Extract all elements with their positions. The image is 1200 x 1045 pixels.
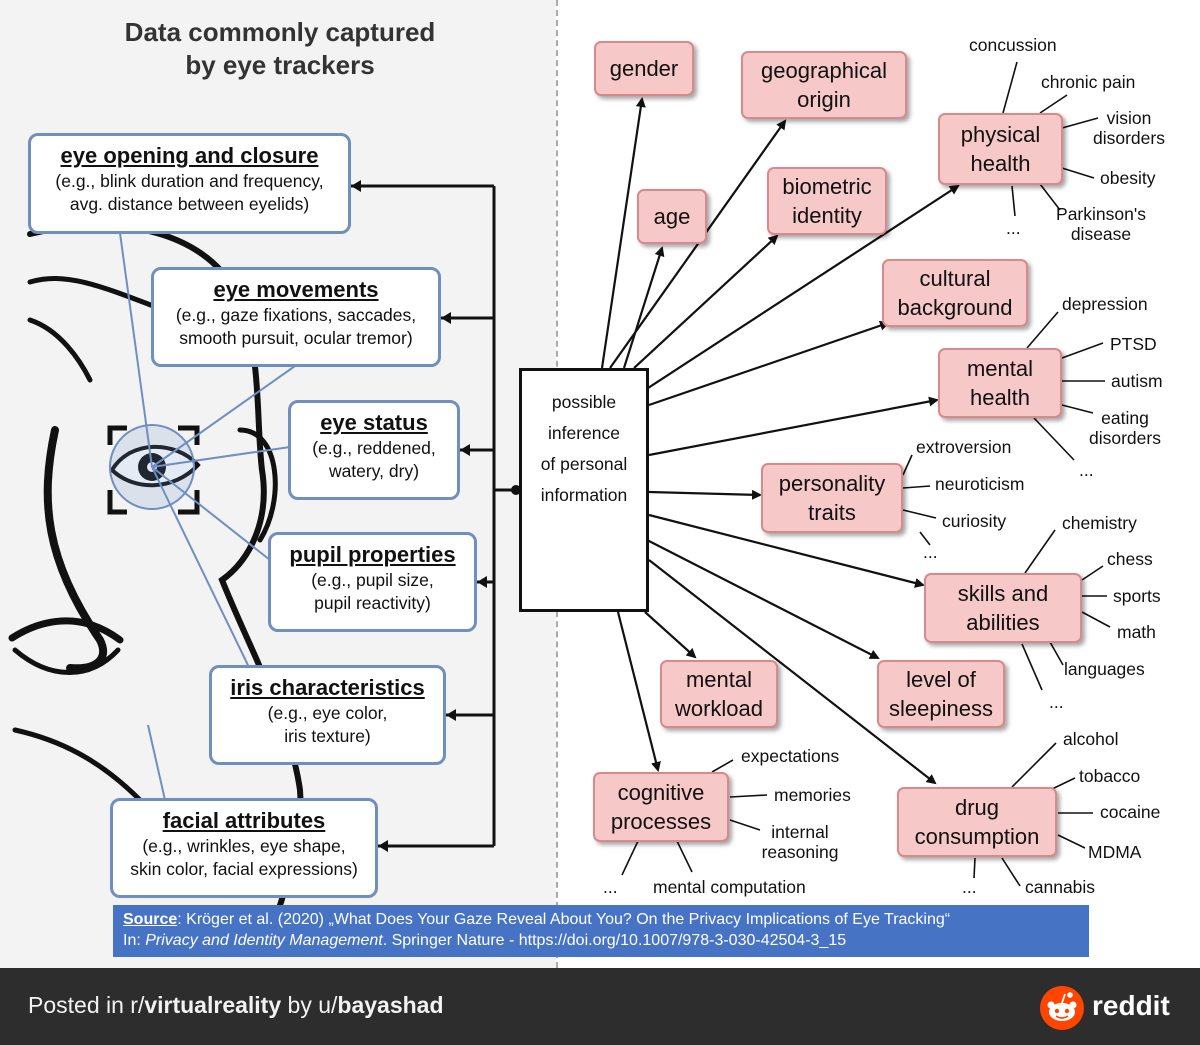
data-box-detail: (e.g., gaze fixations, saccades, smooth … xyxy=(175,305,417,348)
label-concussion: concussion xyxy=(969,35,1057,55)
posted-by: by u/ xyxy=(281,992,338,1018)
data-box-detail: (e.g., eye color, iris texture) xyxy=(267,703,388,746)
label-ellipsis: ... xyxy=(962,877,977,897)
data-box-detail: (e.g., reddened, watery, dry) xyxy=(312,438,436,481)
source-citation: Source: Kröger et al. (2020) „What Does … xyxy=(113,905,1089,957)
inference-level-of-sleepiness: level of sleepiness xyxy=(877,660,1005,728)
posted-in-prefix: Posted in r/ xyxy=(28,992,145,1018)
label-ptsd: PTSD xyxy=(1110,334,1157,354)
reddit-footer: Posted in r/virtualreality by u/bayashad xyxy=(0,968,1200,1045)
data-box-heading: eye opening and closure xyxy=(60,143,319,168)
label-languages: languages xyxy=(1064,659,1145,679)
ear xyxy=(237,427,278,543)
label-internal-reasoning: internal reasoning xyxy=(761,822,839,862)
data-box-iris-characteristics: iris characteristics (e.g., eye color, i… xyxy=(209,665,446,765)
pointer-lines xyxy=(119,232,296,801)
label-sports: sports xyxy=(1113,586,1161,606)
label-eating-disorders: eating disorders xyxy=(1089,408,1161,448)
label-depression: depression xyxy=(1062,294,1148,314)
inference-gender: gender xyxy=(594,41,694,96)
user-link[interactable]: bayashad xyxy=(337,992,444,1018)
label-ellipsis: ... xyxy=(1079,460,1094,480)
label-ellipsis: ... xyxy=(923,542,938,562)
label-ellipsis: ... xyxy=(1049,692,1064,712)
subreddit-link[interactable]: virtualreality xyxy=(144,992,282,1018)
diagram-title: Data commonly captured by eye trackers xyxy=(124,17,436,80)
label-curiosity: curiosity xyxy=(942,511,1007,531)
inference-arrows xyxy=(600,97,960,785)
data-box-eye-opening: eye opening and closure (e.g., blink dur… xyxy=(28,133,351,234)
nose-line xyxy=(43,426,108,673)
inference-biometric-identity: biometric identity xyxy=(767,167,887,235)
inference-drug-consumption: drug consumption xyxy=(897,787,1057,857)
inference-physical-health: physical health xyxy=(938,113,1063,185)
label-cannabis: cannabis xyxy=(1025,877,1096,897)
inference-mental-health: mental health xyxy=(938,348,1062,418)
label-chronic-pain: chronic pain xyxy=(1041,72,1136,92)
bus-arrowheads xyxy=(351,180,521,852)
label-math: math xyxy=(1117,622,1156,642)
center-box-text: possible inference of personal informati… xyxy=(540,392,628,505)
inference-cultural-background: cultural background xyxy=(882,259,1028,327)
source-label: Source xyxy=(123,911,178,928)
data-box-heading: pupil properties xyxy=(289,542,456,567)
label-ellipsis: ... xyxy=(603,877,618,897)
source-book-title: Privacy and Identity Management xyxy=(145,932,383,949)
lips-top xyxy=(8,617,124,644)
data-box-eye-movements: eye movements (e.g., gaze fixations, sac… xyxy=(151,267,441,367)
inference-geographical-origin: geographical origin xyxy=(741,51,907,119)
data-box-detail: (e.g., pupil size, pupil reactivity) xyxy=(311,570,434,613)
data-box-detail: (e.g., wrinkles, eye shape, skin color, … xyxy=(130,836,358,879)
inference-mental-workload: mental workload xyxy=(660,660,778,728)
label-chess: chess xyxy=(1107,549,1153,569)
source-line1: : Kröger et al. (2020) „What Does Your G… xyxy=(177,911,951,928)
label-mdma: MDMA xyxy=(1088,842,1142,862)
posted-in-text: Posted in r/virtualreality by u/bayashad xyxy=(28,992,444,1019)
connector-layer xyxy=(8,61,1111,943)
label-obesity: obesity xyxy=(1100,168,1156,188)
label-tobacco: tobacco xyxy=(1079,766,1141,786)
source-doi[interactable]: . Springer Nature - https://doi.org/10.1… xyxy=(382,932,847,949)
data-box-facial-attributes: facial attributes (e.g., wrinkles, eye s… xyxy=(110,798,378,898)
reddit-logo-icon[interactable] xyxy=(1040,986,1084,1030)
label-extroversion: extroversion xyxy=(916,437,1012,457)
label-memories: memories xyxy=(774,785,851,805)
data-box-detail: (e.g., blink duration and frequency, avg… xyxy=(55,171,324,214)
label-ellipsis: ... xyxy=(1006,218,1021,238)
label-alcohol: alcohol xyxy=(1063,729,1119,749)
label-expectations: expectations xyxy=(741,746,840,766)
label-chemistry: chemistry xyxy=(1062,513,1137,533)
inference-skills-and-abilities: skills and abilities xyxy=(924,573,1082,643)
data-box-heading: facial attributes xyxy=(162,808,326,833)
label-mental-computation: mental computation xyxy=(653,877,806,897)
data-box-pupil-properties: pupil properties (e.g., pupil size, pupi… xyxy=(268,532,477,632)
inference-cognitive-processes: cognitive processes xyxy=(593,772,729,842)
label-vision-disorders: vision disorders xyxy=(1093,108,1165,148)
data-box-eye-status: eye status (e.g., reddened, watery, dry) xyxy=(288,400,460,500)
reddit-wordmark: reddit xyxy=(1092,990,1170,1021)
data-box-heading: iris characteristics xyxy=(230,675,425,700)
label-neuroticism: neuroticism xyxy=(935,474,1025,494)
inference-age: age xyxy=(637,189,707,244)
inference-personality-traits: personality traits xyxy=(761,463,903,533)
source-prefix: In: xyxy=(123,932,146,949)
label-cocaine: cocaine xyxy=(1100,802,1161,822)
data-box-heading: eye movements xyxy=(213,277,379,302)
brow-shadow xyxy=(27,317,93,383)
data-box-heading: eye status xyxy=(320,410,428,435)
face-outline xyxy=(27,222,304,943)
lips-bottom xyxy=(12,647,121,675)
label-parkinsons-disease: Parkinson's disease xyxy=(1056,204,1146,244)
diagram-canvas: Data commonly captured by eye trackers e… xyxy=(0,0,1200,968)
label-autism: autism xyxy=(1111,371,1163,391)
face-illustration xyxy=(8,222,304,943)
chin xyxy=(12,727,143,803)
inference-center-box: possible inference of personal informati… xyxy=(519,368,649,612)
